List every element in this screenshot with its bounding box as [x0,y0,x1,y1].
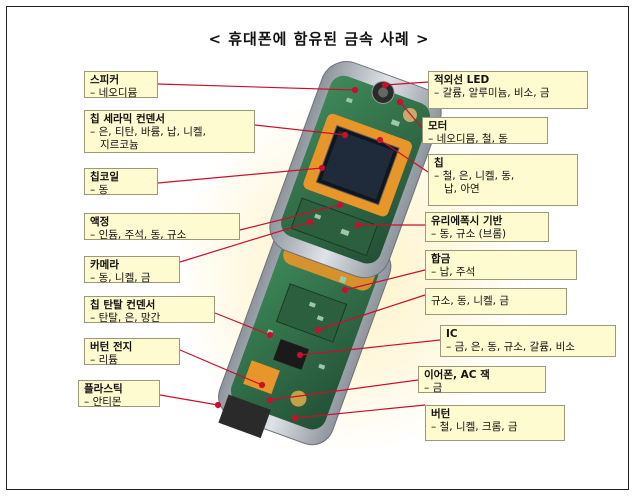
lcd-name: 액정 [90,216,110,228]
label-plastic: 플라스틱 – 안티몬 [78,380,160,408]
glass-epoxy-board-metals: – 동, 규소 (브롬) [431,228,507,240]
label-button-battery: 버턴 전지 – 리튬 [84,338,180,366]
motor-metals: – 네오디뮴, 철, 동 [428,133,508,145]
chip-name: 칩 [434,157,444,169]
camera-name: 카메라 [90,259,119,271]
speaker-metals: – 네오디뮴 [90,87,138,99]
earphone-ac-jack-name: 이어폰, AC 잭 [424,369,490,381]
label-lcd: 액정 – 인듐, 주석, 동, 규소 [84,213,240,241]
chip-ceramic-capacitor-metals: – 은, 티탄, 바륨, 납, 니켈, 지르코늄 [90,126,206,151]
glass-epoxy-board-name: 유리에폭시 기반 [431,215,503,227]
alloy-name: 합금 [431,253,451,265]
leader-lines [157,81,441,422]
label-earphone-ac-jack: 이어폰, AC 잭 – 금 [418,366,546,394]
label-alloy: 합금 – 납, 주석 [425,250,577,280]
chip-tantalum-capacitor-name: 칩 탄탈 컨덴서 [90,299,156,311]
label-motor: 모터 – 네오디뮴, 철, 동 [422,117,548,145]
camera-metals: – 동, 니켈, 금 [90,272,151,284]
chip-coil-metals: – 동 [90,184,109,196]
button-battery-name: 버턴 전지 [90,341,133,353]
ic-name: IC [446,328,458,340]
infrared-led-name: 적외선 LED [434,74,490,86]
label-infrared-led: 적외선 LED – 갈륨, 알루미늄, 비소, 금 [428,71,588,109]
alloy-metals: – 납, 주석 [431,266,476,278]
chip-metals: – 철, 은, 니켈, 동, 납, 아연 [434,170,515,195]
chip-tantalum-capacitor-metals: – 탄탈, 은, 망간 [90,312,161,324]
button-battery-metals: – 리튬 [90,354,118,366]
label-board-metals: 규소, 동, 니켈, 금 [425,288,567,315]
label-camera: 카메라 – 동, 니켈, 금 [84,256,180,284]
chip-coil-name: 칩코일 [90,171,119,183]
speaker-name: 스피커 [90,74,119,86]
phone-upper-half [269,61,442,279]
label-glass-epoxy-board: 유리에폭시 기반 – 동, 규소 (브롬) [425,212,549,242]
earphone-ac-jack-metals: – 금 [424,382,443,394]
ic-metals: – 금, 은, 동, 규소, 갈륨, 비소 [446,341,575,353]
board-metals-list: 규소, 동, 니켈, 금 [431,295,509,307]
label-chip-tantalum-capacitor: 칩 탄탈 컨덴서 – 탄탈, 은, 망간 [84,296,215,324]
label-button: 버턴 – 철, 니켈, 크롬, 금 [425,405,565,441]
figure-title: < 휴대폰에 함유된 금속 사례 > [208,30,430,48]
button-metals: – 철, 니켈, 크롬, 금 [431,421,518,433]
label-chip-coil: 칩코일 – 동 [84,168,158,196]
label-chip-ceramic-capacitor: 칩 세라믹 컨덴서 – 은, 티탄, 바륨, 납, 니켈, 지르코늄 [84,110,255,153]
infrared-led-metals: – 갈륨, 알루미늄, 비소, 금 [434,87,550,99]
motor-name: 모터 [428,120,448,132]
plastic-metals: – 안티몬 [84,396,122,408]
label-ic: IC – 금, 은, 동, 규소, 갈륨, 비소 [440,325,616,357]
lcd-metals: – 인듐, 주석, 동, 규소 [90,229,187,241]
button-name: 버턴 [431,408,451,420]
chip-ceramic-capacitor-name: 칩 세라믹 컨덴서 [90,113,165,125]
plastic-name: 플라스틱 [84,383,123,395]
label-chip: 칩 – 철, 은, 니켈, 동, 납, 아연 [428,154,578,206]
label-speaker: 스피커 – 네오디뮴 [84,71,158,99]
